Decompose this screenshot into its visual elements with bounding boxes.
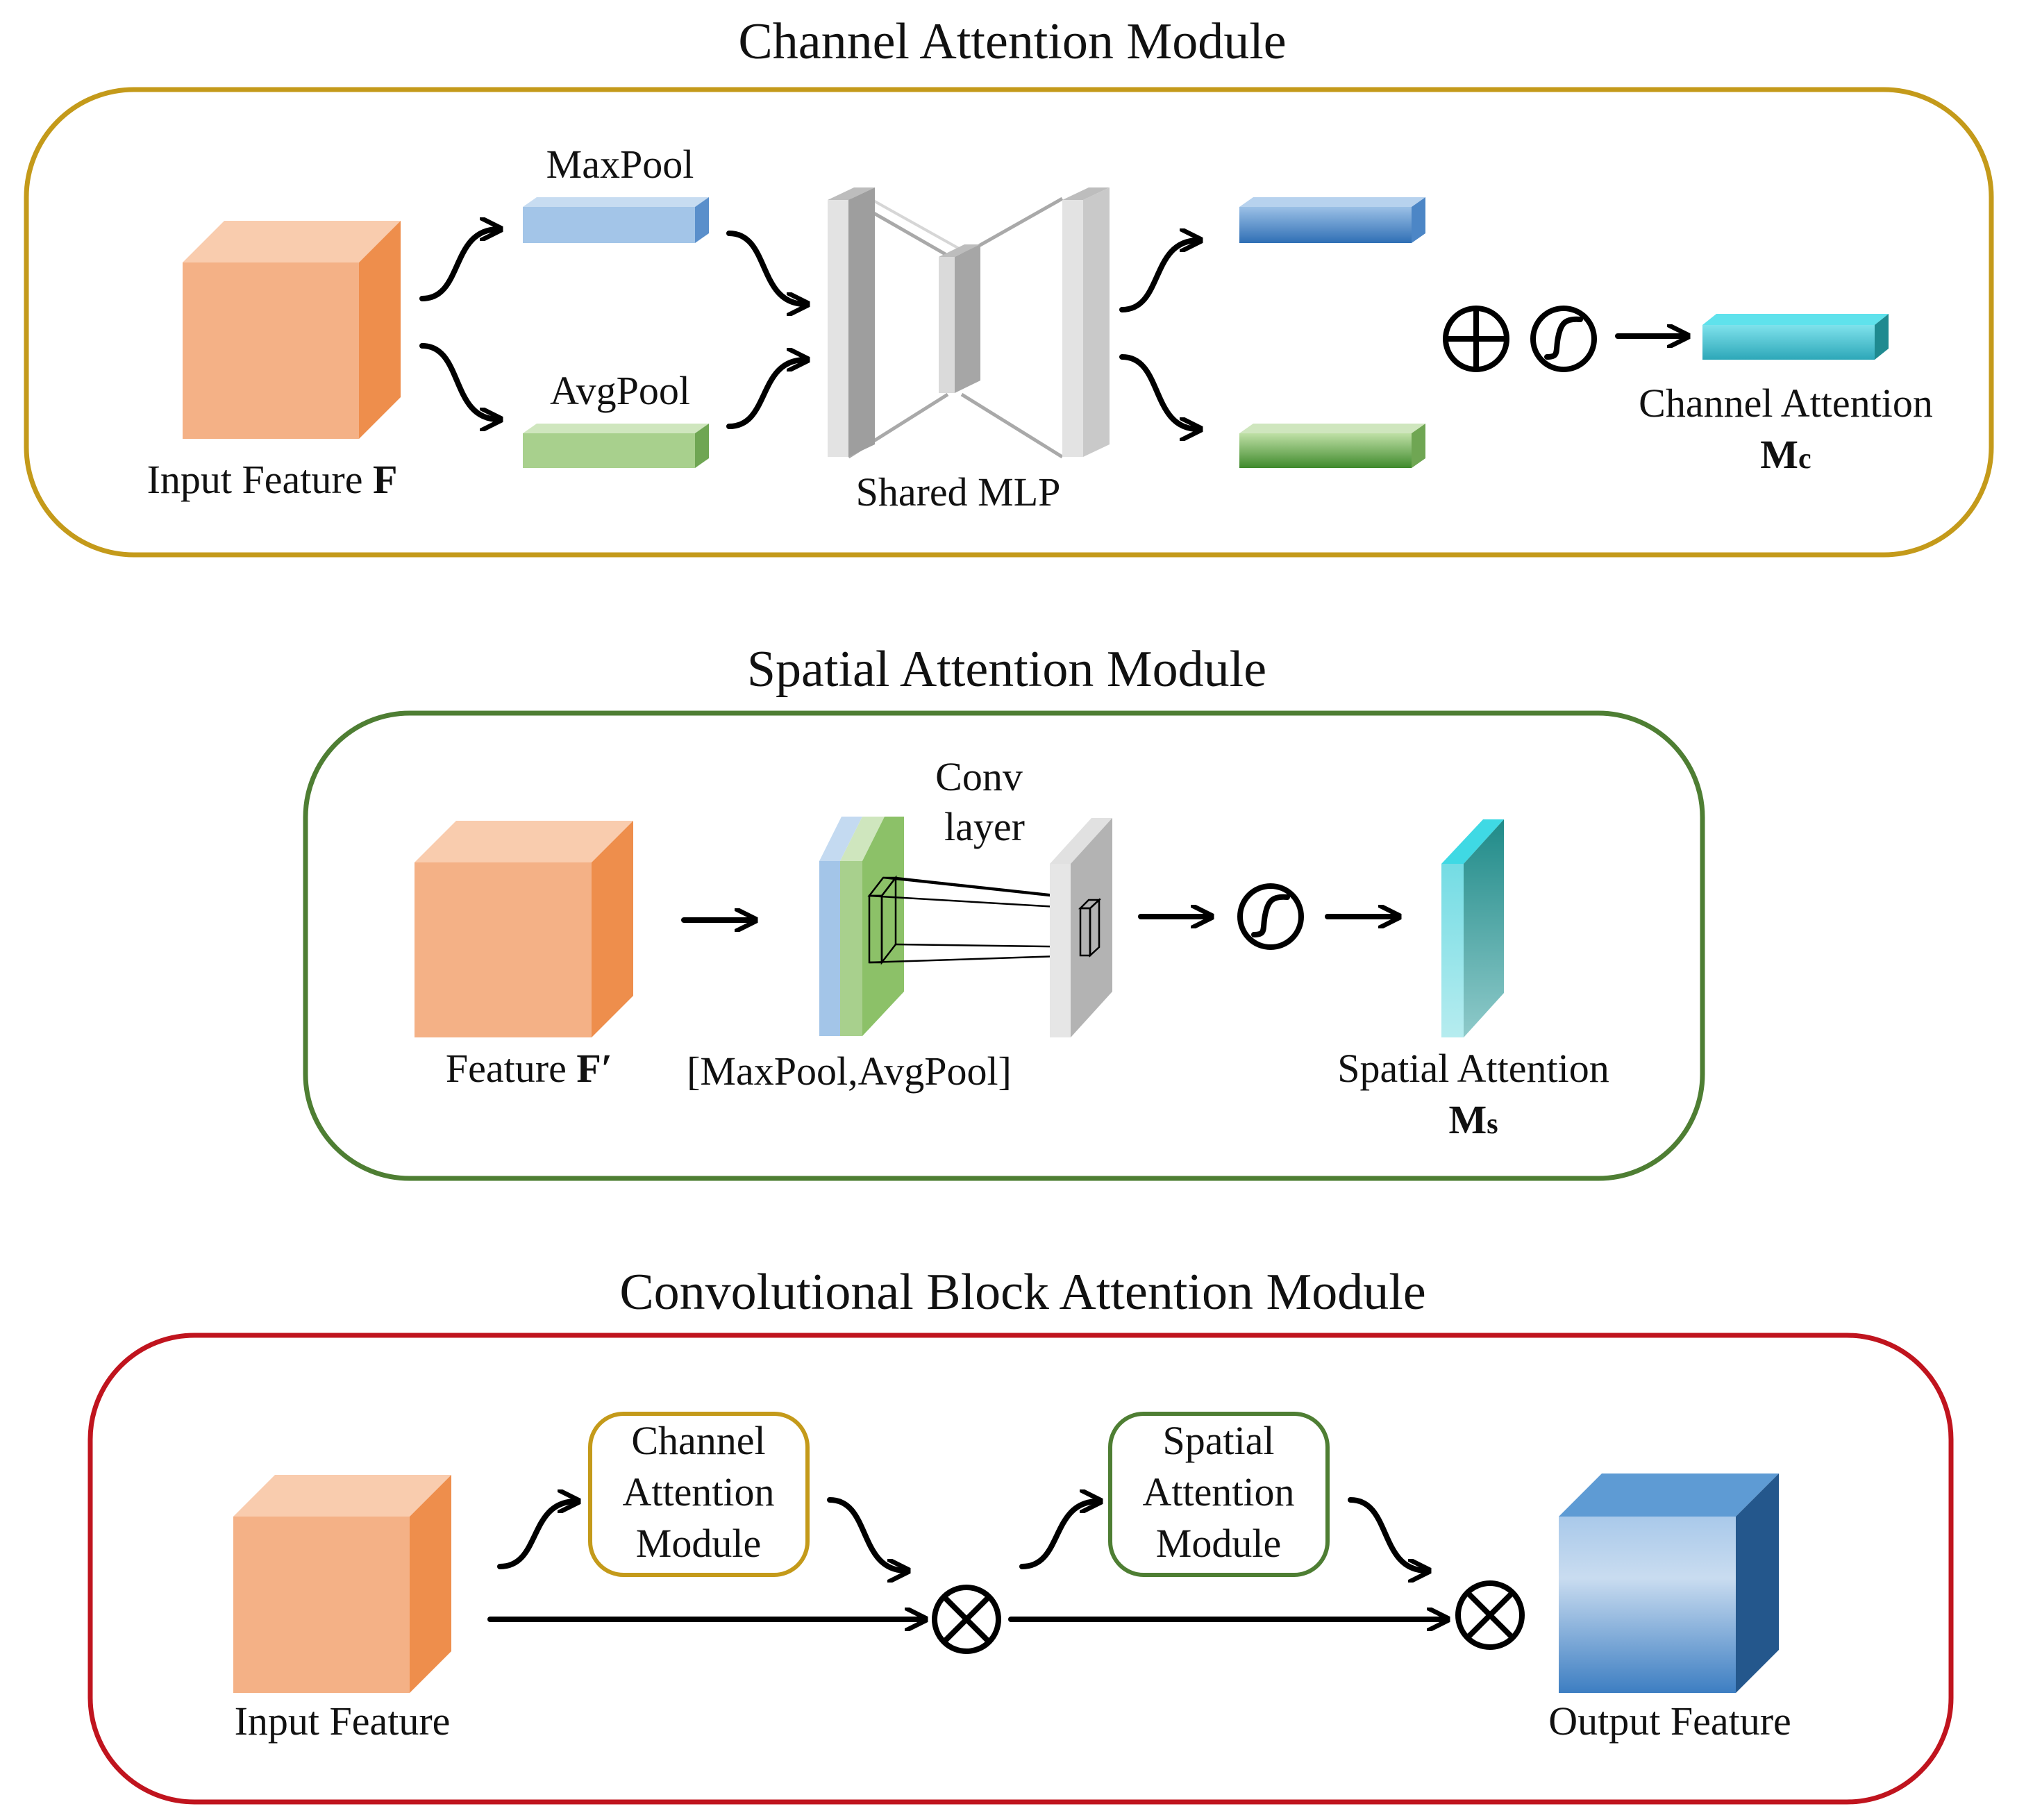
sigmoid-icon — [1530, 306, 1597, 372]
conv-layer-label-line1: Conv — [935, 754, 1023, 799]
maxpool-bar — [523, 197, 709, 243]
curve-arrow-maxpool-to-mlp — [726, 231, 805, 304]
output-feature-label: Output Feature — [1548, 1698, 1791, 1744]
channel-attention-module-box — [588, 1412, 810, 1577]
curve-arrow-avgpool-to-mlp — [726, 360, 805, 429]
mlp-output-bar-blue — [1239, 197, 1425, 243]
spatial-box-line2: Attention — [1142, 1469, 1294, 1514]
channel-box-line1: Channel — [631, 1418, 765, 1463]
conv-layer-label-line2: layer — [944, 804, 1025, 849]
curve-arrow-spatial-box-to-multiply — [1348, 1497, 1427, 1571]
curve-arrow-to-spatial-box — [1019, 1501, 1098, 1569]
spatial-attention-symbol: Ms — [1448, 1097, 1498, 1142]
pooled-feature-maps — [819, 817, 904, 1036]
spatial-attention-module-box — [1108, 1412, 1330, 1577]
multiply-icon-2 — [1455, 1580, 1525, 1650]
avgpool-label: AvgPool — [550, 368, 690, 413]
pool-label: [MaxPool,AvgPool] — [687, 1049, 1012, 1094]
channel-box-line3: Module — [636, 1521, 761, 1566]
spatial-module-frame — [303, 710, 1705, 1181]
curve-arrow-to-avgpool — [419, 343, 499, 419]
cbam-title: Convolutional Block Attention Module — [619, 1264, 1425, 1321]
channel-attention-label: Channel Attention — [1639, 381, 1933, 426]
spatial-box-line1: Spatial — [1162, 1418, 1274, 1463]
curve-arrow-channel-box-to-multiply — [827, 1497, 906, 1571]
input-feature-label: Input Feature F — [147, 457, 398, 502]
channel-attention-bar — [1702, 314, 1889, 360]
spatial-attention-map — [1441, 819, 1504, 1037]
shared-mlp-label: Shared MLP — [856, 469, 1061, 515]
channel-attention-symbol: Mc — [1760, 432, 1811, 477]
avgpool-bar — [523, 424, 709, 468]
input-feature-cube — [183, 221, 401, 439]
cbam-input-feature-label: Input Feature — [235, 1698, 451, 1744]
channel-box-line2: Attention — [622, 1469, 774, 1514]
cbam-input-feature-cube — [233, 1475, 451, 1693]
cbam-frame — [87, 1333, 1954, 1805]
channel-module-frame — [24, 87, 1994, 558]
spatial-sigmoid-icon — [1237, 883, 1304, 950]
maxpool-label: MaxPool — [546, 142, 694, 187]
multiply-icon-1 — [932, 1585, 1001, 1654]
channel-module-title: Channel Attention Module — [738, 13, 1286, 70]
output-feature-cube — [1559, 1473, 1779, 1693]
shared-mlp — [828, 187, 1110, 459]
curve-arrow-mlp-to-bottom — [1119, 354, 1198, 429]
feature-f-prime-cube — [415, 821, 633, 1037]
curve-arrow-mlp-to-top — [1119, 240, 1198, 312]
spatial-module-title: Spatial Attention Module — [747, 641, 1266, 698]
spatial-box-line3: Module — [1156, 1521, 1281, 1566]
conv-output-map — [1050, 818, 1112, 1037]
mlp-output-bar-green — [1239, 424, 1425, 468]
circled-plus-icon — [1443, 306, 1509, 372]
spatial-attention-label: Spatial Attention — [1337, 1046, 1609, 1091]
curve-arrow-to-channel-box — [497, 1501, 576, 1569]
curve-arrow-to-maxpool — [419, 229, 499, 301]
feature-f-prime-label: Feature F′ — [446, 1046, 612, 1091]
